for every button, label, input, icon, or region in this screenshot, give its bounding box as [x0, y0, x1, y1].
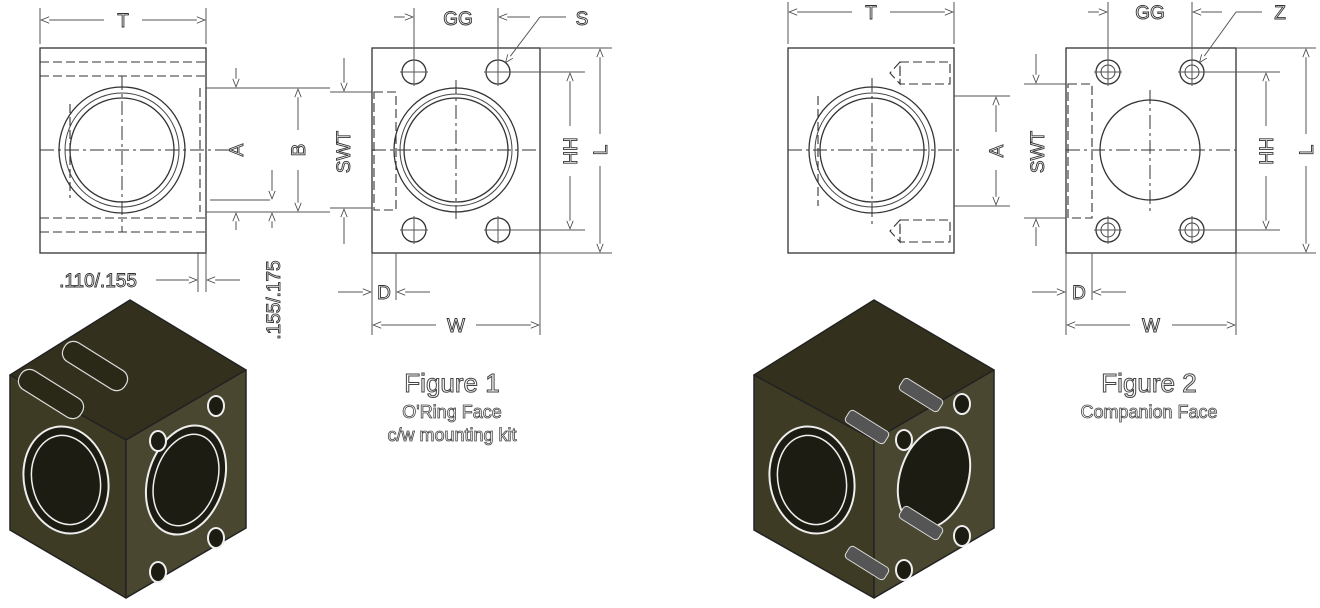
figure1-label-a: A: [227, 143, 248, 156]
figure2-dim-swt: [1024, 54, 1066, 246]
figure1-3d-render: [9, 299, 247, 599]
figure1-title: Figure 1: [404, 368, 499, 398]
figure1-label-d: D: [377, 283, 391, 304]
figure2-label-z: Z: [1274, 3, 1286, 24]
figure2-dim-t: [787, 2, 955, 44]
figure2-label-a: A: [987, 144, 1008, 157]
figure1-dim-d: [338, 253, 430, 335]
figure1-label-w: W: [447, 316, 465, 337]
figure2-front-view: [1065, 47, 1237, 254]
figure2-dim-w: [1068, 253, 1237, 335]
figure1-dim-gg: [394, 8, 566, 62]
figure1-label-hh: HH: [561, 137, 582, 164]
figure1-label-gg: GG: [443, 9, 473, 30]
figure1-subtitle-line2: c/w mounting kit: [387, 425, 516, 445]
figure1-dim-hh: [512, 71, 585, 231]
figure1-dim-swt: [330, 58, 372, 244]
figure2-label-d: D: [1072, 283, 1086, 304]
figure1-label-swt: SWT: [334, 131, 355, 174]
figure1-dim-t: [39, 8, 207, 44]
figure2-side-view: [787, 47, 1010, 254]
figure2-label-l: L: [1297, 145, 1318, 156]
figure2-subtitle: Companion Face: [1080, 402, 1217, 422]
figure2-dim-gg: [1088, 2, 1262, 62]
figure1-dim-lip: [156, 252, 240, 292]
figure1-label-t: T: [117, 11, 129, 32]
figure1-label-s: S: [576, 9, 589, 30]
figure1-label-lip: .110/.155: [59, 271, 137, 292]
figure2-label-gg: GG: [1135, 3, 1165, 24]
figure2-label-t: T: [865, 3, 877, 24]
figure2-dim-d: [1032, 253, 1126, 335]
figure2-label-hh: HH: [1257, 137, 1278, 164]
figure1-label-gap: .155/.175: [264, 260, 285, 339]
figure1-subtitle-line1: O'Ring Face: [402, 402, 501, 422]
figure1-dim-w: [374, 253, 541, 335]
figure2-3d-render: [753, 299, 995, 599]
figure1-label-l: L: [591, 145, 612, 156]
figure2-title: Figure 2: [1101, 368, 1196, 398]
figure2-dim-hh: [1206, 71, 1280, 231]
figure1-dim-l: [540, 47, 612, 254]
figure1-side-view: [39, 47, 330, 254]
figure2-label-swt: SWT: [1028, 131, 1049, 174]
figure1-front-view: [371, 47, 541, 254]
figure2-label-w: W: [1142, 316, 1160, 337]
figure1-label-b: B: [289, 144, 310, 157]
figure2-dim-l: [1236, 47, 1316, 254]
